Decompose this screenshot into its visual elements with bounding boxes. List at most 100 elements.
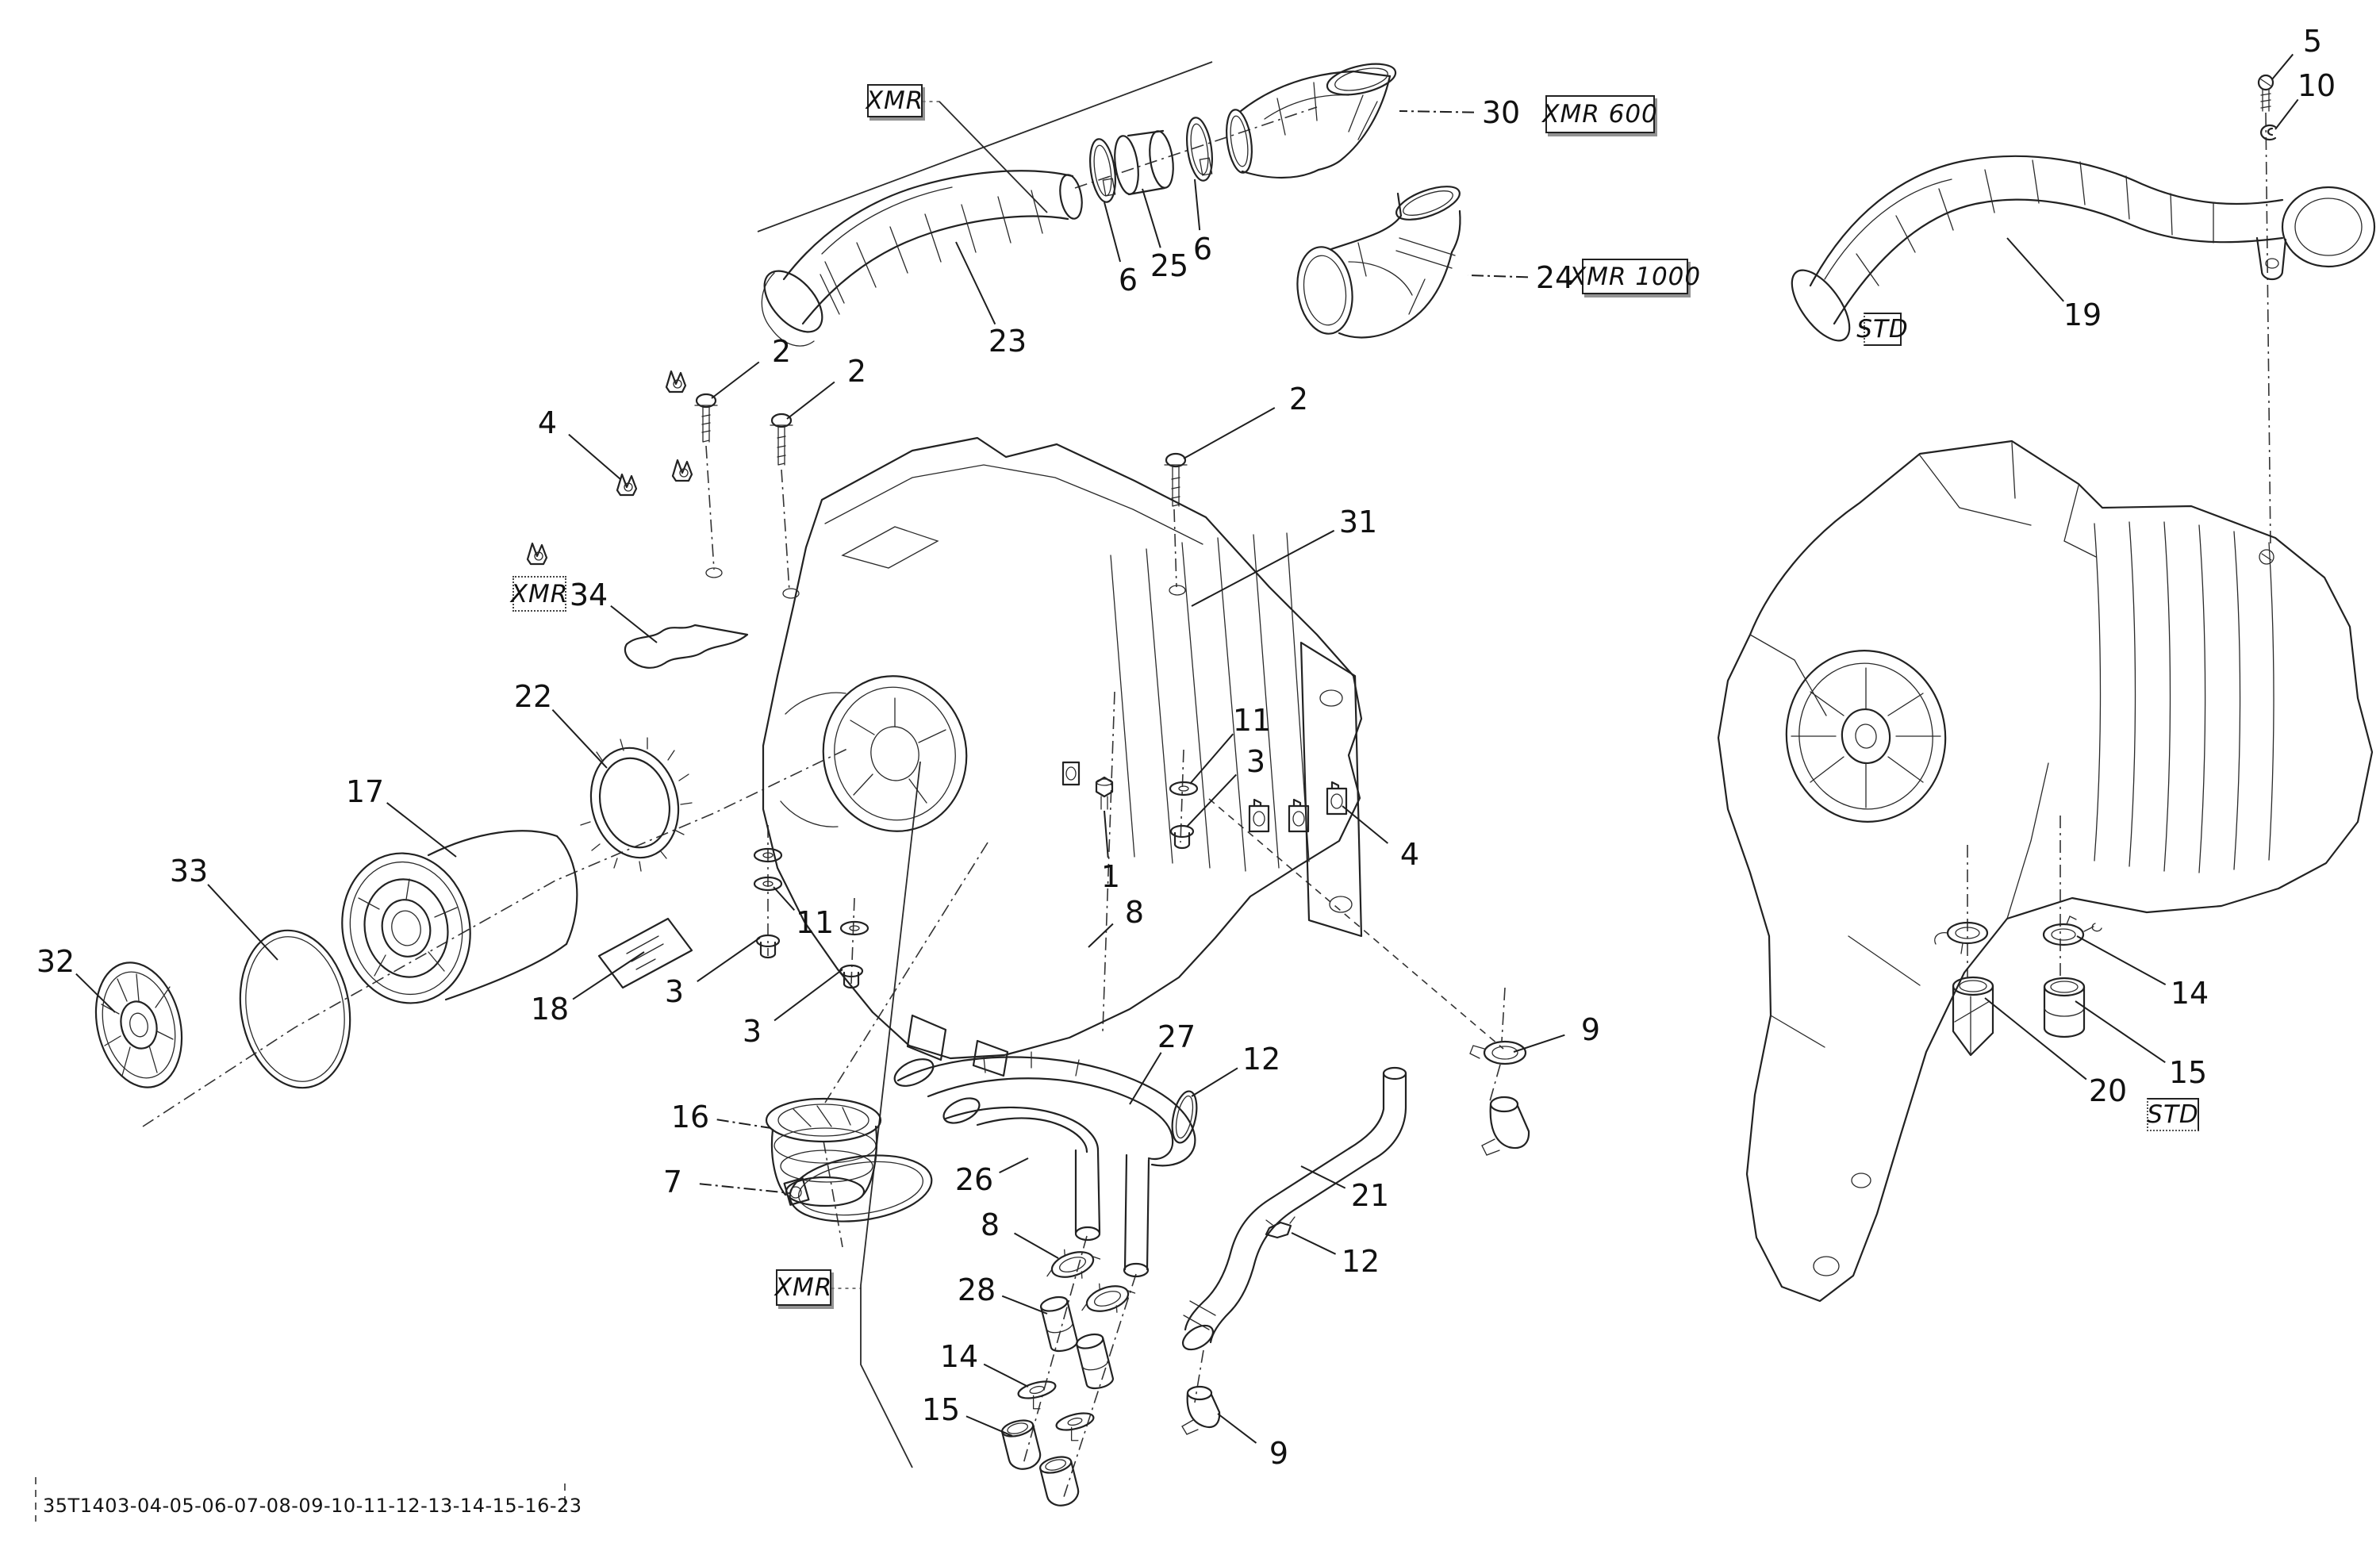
leader-line-8 <box>1014 1232 1059 1259</box>
airbox-left-31 <box>705 436 1363 1077</box>
air-intake-hose-24 <box>1296 186 1461 339</box>
leader-line-28 <box>1001 1295 1048 1315</box>
part-callout-3: 3 <box>743 1014 762 1049</box>
leader-line-6 <box>1104 202 1122 263</box>
intake-adapter-16 <box>765 1097 882 1207</box>
part-callout-5: 5 <box>2303 24 2322 59</box>
leader-line-26 <box>999 1157 1029 1174</box>
part-callout-20: 20 <box>2089 1073 2127 1108</box>
part-callout-9: 9 <box>1269 1436 1288 1471</box>
o-ring-33 <box>239 929 351 1089</box>
air-intake-tube-19 <box>1791 155 2376 342</box>
leader-line-3 <box>774 969 843 1022</box>
felt-34 <box>624 624 749 669</box>
part-callout-33: 33 <box>170 854 208 889</box>
part-callout-12: 12 <box>1242 1042 1280 1077</box>
part-callout-2: 2 <box>847 354 866 389</box>
gasket-12 <box>1171 1090 1198 1144</box>
leader-line-23 <box>955 241 996 325</box>
end-cap-32 <box>94 961 183 1088</box>
part-callout-2: 2 <box>772 334 791 369</box>
part-callout-2: 2 <box>1289 382 1308 416</box>
variant-label-xmr-middle: XMR <box>511 576 567 612</box>
leader-line-3 <box>697 937 761 983</box>
part-callout-6: 6 <box>1193 232 1212 267</box>
leader-line-27 <box>1129 1052 1162 1105</box>
screw-2-group <box>694 393 1188 507</box>
leader-line-11 <box>773 886 796 911</box>
part-callout-7: 7 <box>663 1165 682 1199</box>
clip-12 <box>1265 1216 1296 1239</box>
leader-line-14 <box>2076 935 2167 986</box>
variant-label-std-top: STD <box>1856 313 1908 346</box>
sleeve-25 <box>1114 129 1174 196</box>
leader-line-4 <box>568 433 621 480</box>
leader-line-21 <box>1300 1165 1346 1189</box>
part-callout-31: 31 <box>1339 505 1377 539</box>
leader-line-31 <box>1191 529 1335 607</box>
clip-10 <box>2259 124 2277 141</box>
drain-tube-21 <box>1181 1066 1407 1351</box>
variant-label-xmr-top: XMR <box>866 84 923 117</box>
part-callout-18: 18 <box>531 992 569 1027</box>
service-parts-right <box>1934 915 2102 1057</box>
part-callout-15: 15 <box>2169 1055 2207 1090</box>
part-callout-14: 14 <box>940 1339 978 1374</box>
part-callout-8: 8 <box>1125 895 1144 930</box>
leader-line-25 <box>1142 188 1161 248</box>
part-callout-11: 11 <box>1233 703 1271 738</box>
leader-line-2 <box>1183 407 1276 459</box>
leader-line-32 <box>75 973 116 1013</box>
bolt-1 <box>1095 776 1114 810</box>
vent-hose-26-27 <box>893 1051 1196 1278</box>
air-intake-hose-30 <box>1226 63 1397 179</box>
leader-line-5 <box>2271 53 2294 80</box>
leader-line-15 <box>2075 1000 2166 1063</box>
air-filter-17 <box>341 830 578 1004</box>
leader-line-18 <box>572 951 645 1000</box>
part-callout-11: 11 <box>796 905 834 940</box>
hose-clamp-6-left <box>1089 138 1116 203</box>
leader-line-24 <box>1467 274 1529 278</box>
part-callout-14: 14 <box>2171 976 2209 1011</box>
airbox-right-assembled <box>1717 439 2374 1303</box>
leader-line-8 <box>1088 923 1114 948</box>
part-callout-16: 16 <box>671 1100 709 1134</box>
variant-label-xmr-600: XMR 600 <box>1542 95 1657 133</box>
leader-line-33 <box>207 884 278 961</box>
part-callout-34: 34 <box>570 578 608 612</box>
part-callout-4: 4 <box>538 405 557 440</box>
leader-line-14 <box>983 1363 1029 1388</box>
leader-line-1 <box>1104 810 1109 858</box>
washers-grommets <box>753 781 1199 989</box>
part-callout-15: 15 <box>922 1392 960 1427</box>
part-callout-27: 27 <box>1157 1019 1196 1054</box>
part-callout-9: 9 <box>1581 1012 1600 1047</box>
part-callout-24: 24 <box>1536 260 1574 295</box>
small-parts-columns <box>1001 1249 1136 1507</box>
leader-line-19 <box>2006 237 2064 302</box>
part-callout-28: 28 <box>958 1272 996 1307</box>
leader-line-10 <box>2274 98 2299 130</box>
leader-line-30 <box>1399 110 1475 113</box>
part-callout-3: 3 <box>1246 744 1265 779</box>
clip-4-group <box>526 370 1348 833</box>
leader-line-15 <box>965 1415 1013 1437</box>
screw-5 <box>2257 74 2274 112</box>
part-callout-23: 23 <box>988 324 1027 359</box>
variant-label-std-right: STD <box>2147 1098 2199 1131</box>
drain-spout-20 <box>1952 976 1994 1057</box>
leader-line-3 <box>1186 773 1237 827</box>
part-callout-10: 10 <box>2297 68 2336 103</box>
leader-line-22 <box>551 709 608 769</box>
leader-line-16 <box>716 1119 772 1129</box>
part-callout-1: 1 <box>1101 859 1120 894</box>
part-callout-4: 4 <box>1400 837 1419 872</box>
part-callout-30: 30 <box>1482 95 1520 130</box>
part-callout-12: 12 <box>1342 1244 1380 1279</box>
leader-line-4 <box>1342 805 1389 844</box>
leader-line-9 <box>1217 1413 1257 1444</box>
leader-line-6 <box>1194 178 1201 231</box>
leader-line-11 <box>1189 733 1234 785</box>
